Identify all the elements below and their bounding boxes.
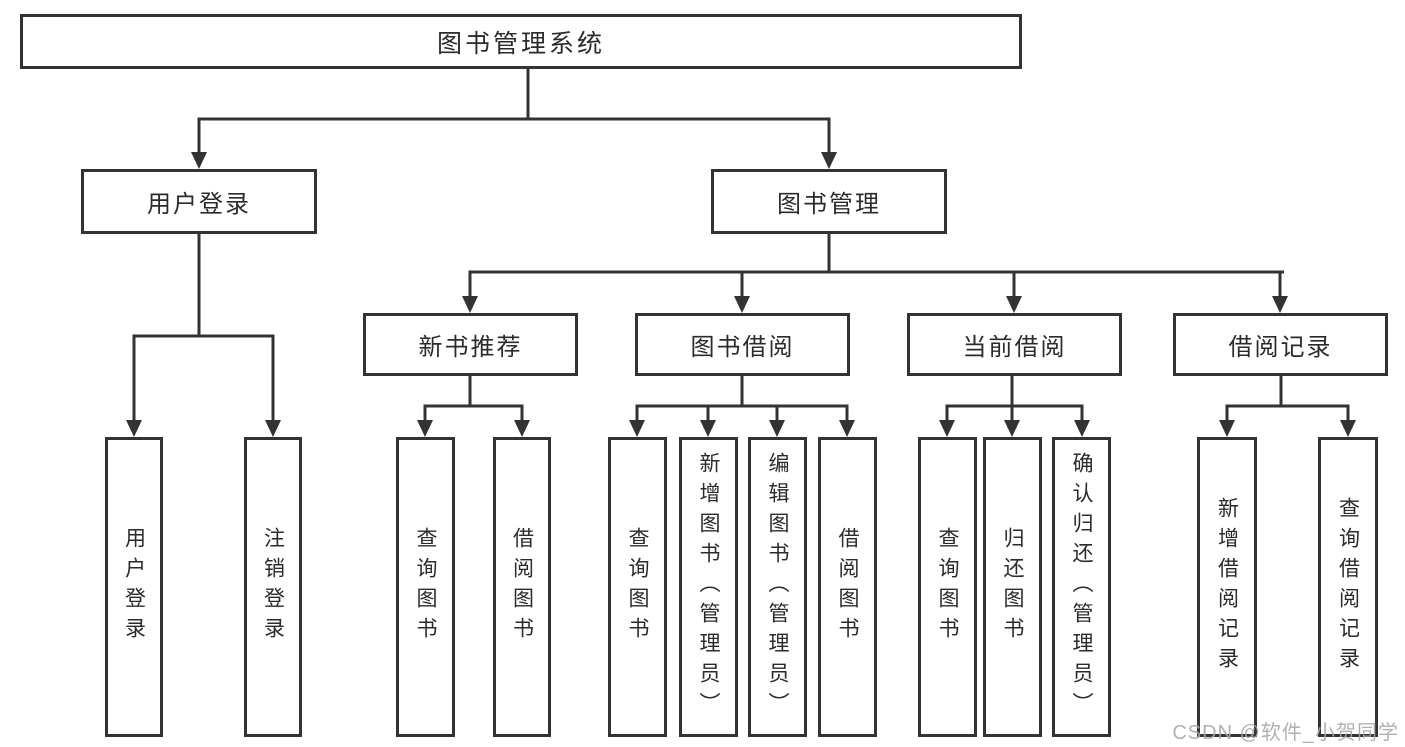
node-borrowing-records: 借阅记录 [1173,313,1388,376]
leaf-query-borrow-record: 查询借阅记录 [1318,437,1378,737]
leaf-add-borrow-record: 新增借阅记录 [1197,437,1257,737]
csdn-watermark: CSDN @软件_小贺同学 [1172,722,1399,744]
node-book-management: 图书管理 [711,169,947,234]
leaf-logout-login: 注销登录 [244,437,302,737]
connector-lines [132,69,1350,421]
node-new-book-recommend: 新书推荐 [363,313,578,376]
node-current-borrowing: 当前借阅 [907,313,1122,376]
leaf-edit-books-admin: 编辑图书（管理员） [748,437,807,737]
node-book-borrowing: 图书借阅 [635,313,850,376]
leaf-query-books-current: 查询图书 [918,437,977,737]
leaf-query-books-borrowing: 查询图书 [608,437,667,737]
node-library-management-system: 图书管理系统 [20,14,1022,69]
leaf-return-books: 归还图书 [983,437,1042,737]
arrowheads [126,152,1356,437]
leaf-borrow-books-recommend: 借阅图书 [493,437,551,737]
leaf-confirm-return-admin: 确认归还（管理员） [1052,437,1111,737]
leaf-borrow-books-borrowing: 借阅图书 [818,437,877,737]
node-user-login: 用户登录 [81,169,317,234]
leaf-query-books-recommend: 查询图书 [396,437,455,737]
leaf-add-books-admin: 新增图书（管理员） [679,437,738,737]
leaf-user-login: 用户登录 [105,437,163,737]
